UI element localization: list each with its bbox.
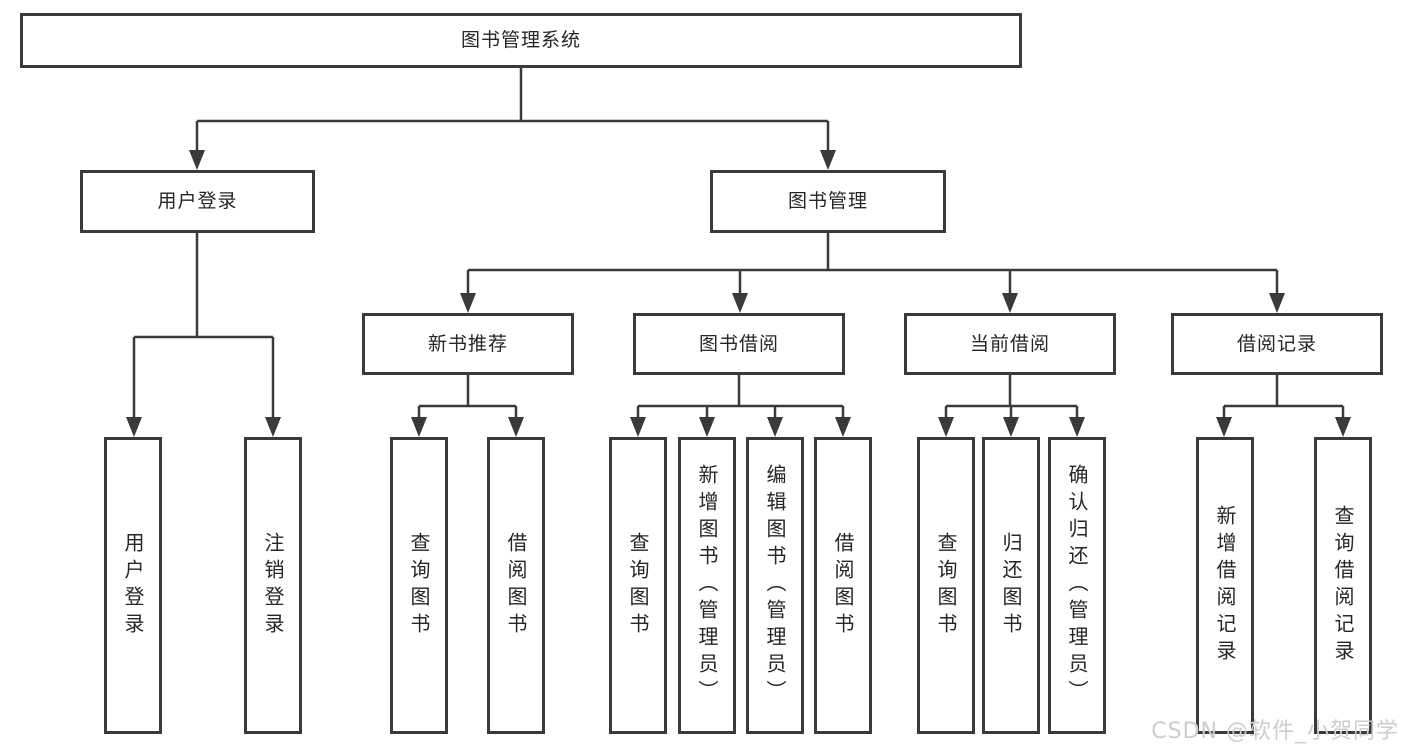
node-leaf-edit-books-admin: 编辑图书（管理员） xyxy=(746,437,804,734)
node-leaf-borrow-books-recommend: 借阅图书 xyxy=(487,437,545,734)
node-library-management-system: 图书管理系统 xyxy=(20,13,1022,68)
node-leaf-query-books-borrow: 查询图书 xyxy=(609,437,667,734)
node-leaf-borrow-books: 借阅图书 xyxy=(814,437,872,734)
node-leaf-query-books-current: 查询图书 xyxy=(917,437,975,734)
csdn-watermark: CSDN @软件_小贺同学 xyxy=(1151,719,1399,744)
node-leaf-add-books-admin: 新增图书（管理员） xyxy=(678,437,736,734)
node-leaf-user-login: 用户登录 xyxy=(104,437,162,734)
node-new-book-recommend: 新书推荐 xyxy=(362,313,574,375)
node-leaf-query-books-recommend: 查询图书 xyxy=(390,437,448,734)
node-leaf-return-books: 归还图书 xyxy=(982,437,1040,734)
node-leaf-confirm-return-admin: 确认归还（管理员） xyxy=(1048,437,1106,734)
node-book-management: 图书管理 xyxy=(710,170,946,233)
node-current-borrow: 当前借阅 xyxy=(904,313,1116,375)
node-leaf-logout: 注销登录 xyxy=(244,437,302,734)
node-book-borrow: 图书借阅 xyxy=(633,313,845,375)
node-leaf-add-borrow-record: 新增借阅记录 xyxy=(1196,437,1254,734)
node-user-login: 用户登录 xyxy=(80,170,315,233)
node-leaf-query-borrow-record: 查询借阅记录 xyxy=(1314,437,1372,734)
node-borrow-records: 借阅记录 xyxy=(1171,313,1383,375)
